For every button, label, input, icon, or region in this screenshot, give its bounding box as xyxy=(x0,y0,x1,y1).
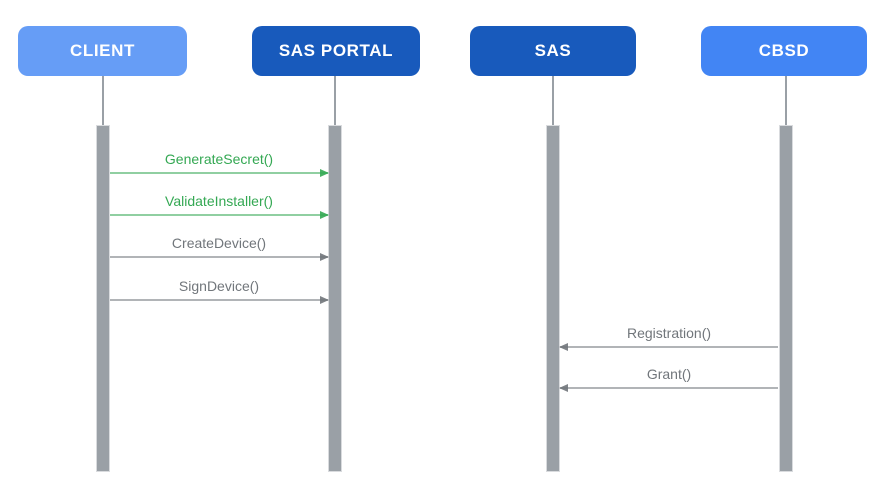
lifeline-sas-portal xyxy=(334,76,336,125)
arrowhead-left-icon xyxy=(559,343,568,351)
arrowhead-right-icon xyxy=(320,169,329,177)
message-registration: Registration() xyxy=(559,322,778,351)
message-sign-device: SignDevice() xyxy=(110,275,329,304)
actor-box-sas: SAS xyxy=(470,26,636,76)
actor-label-sas-portal: SAS PORTAL xyxy=(278,41,394,60)
message-arrow-line xyxy=(110,172,328,174)
actor-box-sas-portal: SAS PORTAL xyxy=(252,26,420,76)
actor-label-client: CLIENT xyxy=(70,41,135,60)
message-label: SignDevice() xyxy=(178,278,260,294)
message-arrow-line xyxy=(110,256,328,258)
activation-bar-sas-portal xyxy=(328,125,342,472)
message-create-device: CreateDevice() xyxy=(110,232,329,261)
lifeline-client xyxy=(102,76,104,125)
message-generate-secret: GenerateSecret() xyxy=(110,148,329,177)
arrowhead-right-icon xyxy=(320,253,329,261)
message-arrow-line xyxy=(110,214,328,216)
message-arrow-line xyxy=(560,387,778,389)
activation-bar-cbsd xyxy=(779,125,793,472)
message-arrow-line xyxy=(110,299,328,301)
message-label: GenerateSecret() xyxy=(164,151,274,167)
lifeline-cbsd xyxy=(785,76,787,125)
activation-bar-sas xyxy=(546,125,560,472)
actor-box-cbsd: CBSD xyxy=(701,26,867,76)
actor-label-cbsd: CBSD xyxy=(758,41,810,60)
message-label: Grant() xyxy=(646,366,692,382)
activation-bar-client xyxy=(96,125,110,472)
arrowhead-left-icon xyxy=(559,384,568,392)
arrowhead-right-icon xyxy=(320,296,329,304)
message-arrow-line xyxy=(560,346,778,348)
message-label: Registration() xyxy=(626,325,712,341)
actor-box-client: CLIENT xyxy=(18,26,187,76)
message-label: ValidateInstaller() xyxy=(165,193,273,209)
message-grant: Grant() xyxy=(559,363,778,392)
actor-label-sas: SAS xyxy=(534,41,572,60)
lifeline-sas xyxy=(552,76,554,125)
message-validate-installer: ValidateInstaller() xyxy=(110,190,329,219)
arrowhead-right-icon xyxy=(320,211,329,219)
message-label: CreateDevice() xyxy=(171,235,267,251)
